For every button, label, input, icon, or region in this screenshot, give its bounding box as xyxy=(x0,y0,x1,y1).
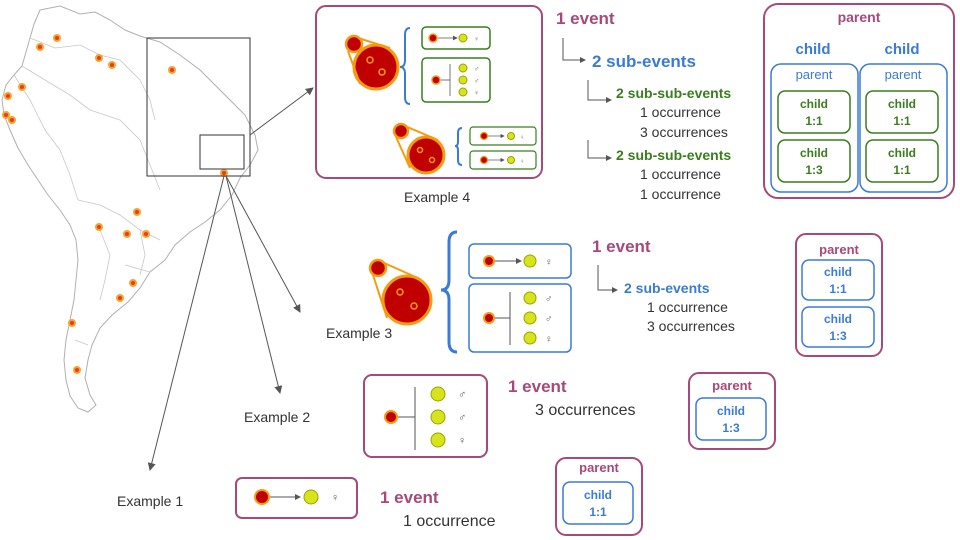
svg-text:♀: ♀ xyxy=(545,257,553,268)
example-2-label: Example 2 xyxy=(244,409,310,425)
example-1-tree: parent child 1:1 xyxy=(555,457,643,536)
svg-text:1:1: 1:1 xyxy=(805,114,823,128)
e4-s1-occ-a: 1 occurrence xyxy=(640,104,721,120)
example-4-box xyxy=(315,5,543,179)
svg-text:child: child xyxy=(800,146,828,160)
svg-text:parent: parent xyxy=(819,242,859,257)
event-icon xyxy=(392,122,446,175)
e4-s2-occ-a: 1 occurrence xyxy=(640,166,721,182)
zoom-box-small xyxy=(199,134,245,170)
e3-subevents-text: 2 sub-events xyxy=(624,280,710,296)
e4-s2-occ-b: 1 occurrence xyxy=(640,186,721,202)
svg-text:♂: ♂ xyxy=(458,389,466,401)
svg-text:1:1: 1:1 xyxy=(829,282,847,296)
e4-subevents-text: 2 sub-events xyxy=(592,52,696,71)
e4-subsub1-text: 2 sub-sub-events xyxy=(616,85,731,101)
country-borders xyxy=(13,37,161,346)
arrow-to-example-1 xyxy=(147,175,225,471)
e1-event-text: 1 event xyxy=(380,488,439,507)
zoom-box-large xyxy=(146,37,251,177)
svg-text:parent: parent xyxy=(838,9,881,25)
svg-text:1:1: 1:1 xyxy=(893,114,911,128)
svg-text:1:3: 1:3 xyxy=(829,329,847,343)
svg-text:child: child xyxy=(584,488,612,502)
e2-occ-text: 3 occurrences xyxy=(535,402,636,419)
svg-text:1:3: 1:3 xyxy=(722,421,740,435)
svg-text:1:3: 1:3 xyxy=(805,163,823,177)
svg-text:♀: ♀ xyxy=(474,90,479,97)
e2-event-text: 1 event xyxy=(508,377,567,396)
e4-s1-occ-b: 3 occurrences xyxy=(640,124,728,140)
example-2: ♂ ♂ ♀ xyxy=(363,374,488,458)
example-2-tree: parent child 1:3 xyxy=(688,372,776,450)
example-4-tree: parent child child parent parent child 1… xyxy=(763,3,955,199)
svg-text:child: child xyxy=(888,97,916,111)
svg-text:child: child xyxy=(717,404,745,418)
event-icon xyxy=(368,258,433,326)
svg-text:parent: parent xyxy=(885,67,922,82)
svg-text:1:1: 1:1 xyxy=(589,505,607,519)
svg-text:1:1: 1:1 xyxy=(893,163,911,177)
svg-text:♀: ♀ xyxy=(458,435,466,447)
example-1-label: Example 1 xyxy=(117,493,183,509)
example-3: ♀ ♂ ♂ ♀ xyxy=(368,230,572,354)
occurrence-dots xyxy=(2,34,228,374)
e3-occ-b: 3 occurrences xyxy=(647,318,735,334)
e4-subsub2-text: 2 sub-sub-events xyxy=(616,147,731,163)
svg-text:♀: ♀ xyxy=(520,135,525,141)
e3-event-text: 1 event xyxy=(592,237,651,256)
example-4-label: Example 4 xyxy=(404,189,470,205)
svg-text:parent: parent xyxy=(796,67,833,82)
svg-text:♂: ♂ xyxy=(545,294,553,305)
e4-event-text: 1 event xyxy=(556,9,615,28)
svg-text:♀: ♀ xyxy=(474,36,479,43)
svg-text:parent: parent xyxy=(712,378,752,393)
example-3-tree: parent child 1:1 child 1:3 xyxy=(795,233,883,357)
e1-occ-text: 1 occurrence xyxy=(403,513,496,530)
arrow-to-example-3 xyxy=(225,175,301,313)
continent-outline xyxy=(1,5,259,413)
svg-text:♀: ♀ xyxy=(520,159,525,165)
example-1: ♀ xyxy=(235,477,358,519)
svg-text:♂: ♂ xyxy=(545,314,553,325)
svg-text:♀: ♀ xyxy=(331,492,339,504)
svg-text:♂: ♂ xyxy=(458,412,466,424)
example-4: ♀ ♂ ♂ ♀ ♀ ♀ xyxy=(315,5,543,179)
svg-text:child: child xyxy=(800,97,828,111)
svg-text:♀: ♀ xyxy=(545,334,553,345)
example-3-label: Example 3 xyxy=(326,325,392,341)
svg-text:♂: ♂ xyxy=(474,66,479,73)
svg-text:child: child xyxy=(824,312,852,326)
event-icon xyxy=(344,34,400,91)
svg-text:child: child xyxy=(795,41,830,58)
svg-text:child: child xyxy=(884,41,919,58)
svg-text:child: child xyxy=(888,146,916,160)
e3-occ-a: 1 occurrence xyxy=(647,299,728,315)
svg-text:parent: parent xyxy=(579,460,619,475)
south-america-map xyxy=(1,5,259,413)
arrow-to-example-4 xyxy=(249,87,314,136)
arrow-to-example-2 xyxy=(225,175,283,394)
svg-text:child: child xyxy=(824,265,852,279)
svg-text:♂: ♂ xyxy=(474,78,479,85)
